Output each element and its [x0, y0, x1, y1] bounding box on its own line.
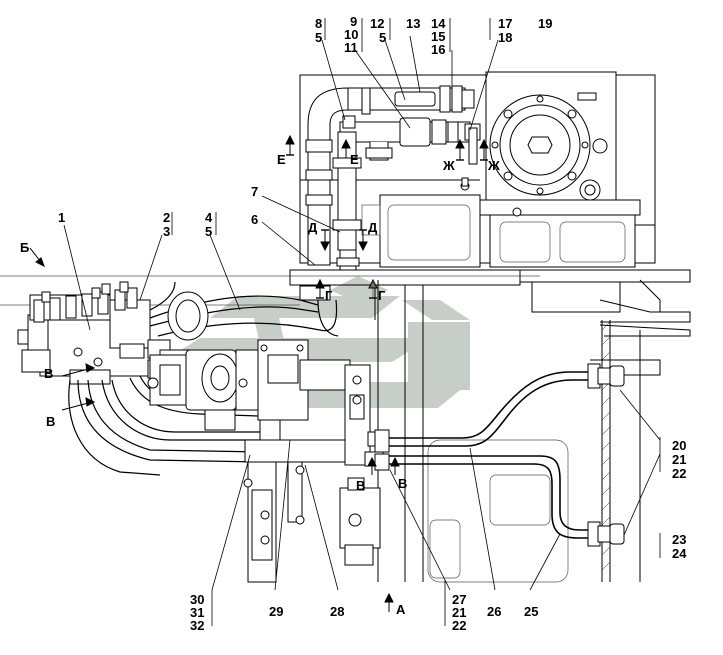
callout-labels: 1 2 3 4 5 6 7 8 5 9 10 11 12 5 13 14 15 … [58, 14, 687, 633]
section-e-label-2: Е [350, 152, 359, 167]
callout-23: 23 [672, 532, 686, 547]
hoses [68, 281, 339, 476]
callout-12-5: 5 [379, 30, 386, 45]
distributor-block [17, 281, 191, 385]
callout-16: 16 [431, 42, 445, 57]
section-markers [29, 134, 489, 612]
callout-22: 22 [672, 466, 686, 481]
callout-11: 11 [344, 40, 358, 55]
callout-19: 19 [538, 16, 552, 31]
callout-18: 18 [498, 30, 512, 45]
callout-27-22: 22 [452, 618, 466, 633]
section-d-label-1: Д [308, 220, 318, 235]
callout-27-21: 21 [452, 605, 466, 620]
callout-7: 7 [251, 184, 258, 199]
callout-29: 29 [269, 604, 283, 619]
callout-21: 21 [672, 452, 686, 467]
callout-4: 4 [205, 210, 213, 225]
callout-31: 31 [190, 605, 204, 620]
callout-15: 15 [431, 29, 445, 44]
callout-1: 1 [58, 210, 65, 225]
view-a-label: А [396, 602, 406, 617]
callout-30: 30 [190, 592, 204, 607]
section-g-label-1: Г [325, 288, 333, 303]
section-v-label-3: В [356, 478, 365, 493]
callout-6: 6 [251, 212, 258, 227]
right-pipes [374, 363, 625, 547]
section-zh-label-2: Ж [487, 158, 500, 173]
section-d-label-2: Д [368, 220, 378, 235]
callout-25: 25 [524, 604, 538, 619]
section-v-label-4: В [398, 476, 407, 491]
callout-14: 14 [431, 16, 446, 31]
section-e-label-1: Е [277, 152, 286, 167]
callout-24: 24 [672, 546, 687, 561]
callout-9: 9 [350, 14, 357, 29]
section-v-label-2: В [46, 414, 55, 429]
callout-2: 2 [163, 210, 170, 225]
section-letters: Б В В В В Г Г Д Д Е Е Ж Ж А [20, 152, 500, 617]
upper-pipes [305, 85, 481, 271]
callout-13: 13 [406, 16, 420, 31]
callout-17: 17 [498, 16, 512, 31]
callout-8-5: 5 [315, 30, 322, 45]
callout-10: 10 [344, 27, 358, 42]
callout-26: 26 [487, 604, 501, 619]
callout-3: 3 [163, 224, 170, 239]
callout-8: 8 [315, 16, 322, 31]
callout-28: 28 [330, 604, 344, 619]
section-v-label-1: В [44, 366, 53, 381]
leader-lines [63, 18, 661, 626]
callout-20: 20 [672, 438, 686, 453]
section-g-label-2: Г [378, 288, 386, 303]
view-b-label: Б [20, 240, 29, 255]
callout-32: 32 [190, 618, 204, 633]
callout-27: 27 [452, 592, 466, 607]
callout-5: 5 [205, 224, 212, 239]
callout-12: 12 [370, 16, 384, 31]
section-zh-label-1: Ж [442, 158, 455, 173]
